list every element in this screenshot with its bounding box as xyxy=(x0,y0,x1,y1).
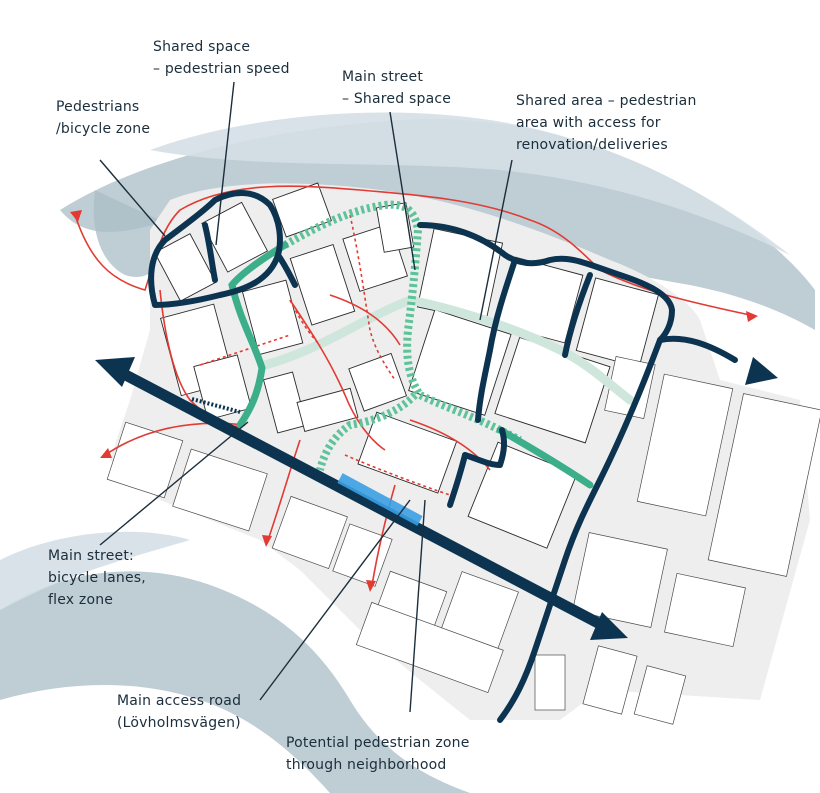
label-main-street-shared-space: Main street – Shared space xyxy=(342,66,451,110)
main-street-link3 xyxy=(462,427,508,468)
leader-main-street-shared xyxy=(389,111,416,271)
leader-lines xyxy=(99,81,513,713)
label-pedestrians-bicycle-zone: Pedestrians /bicycle zone xyxy=(56,96,150,140)
leader-pedestrians xyxy=(99,159,166,237)
building xyxy=(572,532,668,628)
label-line: Pedestrians xyxy=(56,99,140,115)
label-line: (Lövholmsvägen) xyxy=(117,715,241,731)
building xyxy=(348,352,408,412)
label-main-street-bicycle-lanes: Main street: bicycle lanes, flex zone xyxy=(48,545,146,611)
red-arrow-east xyxy=(746,311,758,322)
leader-main-street-bicycle xyxy=(99,421,249,546)
label-line: renovation/deliveries xyxy=(516,137,668,153)
building xyxy=(355,601,504,694)
main-street-link2 xyxy=(562,272,593,358)
main-street-east xyxy=(657,335,738,363)
arrow-head-east xyxy=(745,357,778,385)
water-southwest xyxy=(0,571,470,793)
building xyxy=(357,411,458,494)
water-north-light xyxy=(150,112,790,255)
building xyxy=(534,654,566,711)
bicycle-route-sw2 xyxy=(267,439,301,541)
leader-shared-area xyxy=(479,159,513,321)
leader-potential-pedestrian xyxy=(409,499,426,713)
pedestrian-dotted-inner xyxy=(289,299,321,346)
building xyxy=(262,371,308,434)
pedestrian-dotted-west xyxy=(199,334,291,366)
water-layer xyxy=(0,112,815,793)
leader-shared-space xyxy=(215,81,235,246)
building xyxy=(408,309,512,416)
bicycle-route-inner1 xyxy=(289,299,386,451)
bicycle-route-inner2 xyxy=(329,294,401,346)
building xyxy=(154,233,217,302)
building xyxy=(332,523,393,587)
label-line: – Shared space xyxy=(342,91,452,107)
building xyxy=(575,277,660,368)
label-line: area with access for xyxy=(516,115,661,131)
label-line: Main access road xyxy=(117,693,242,709)
label-line: /bicycle zone xyxy=(56,121,151,137)
main-street-east-spine xyxy=(497,337,663,723)
label-shared-area-pedestrian: Shared area – pedestrian area with acces… xyxy=(516,90,697,156)
green-dotted-street xyxy=(283,200,522,472)
building xyxy=(271,495,348,570)
main-street-northwest-loop xyxy=(148,190,283,308)
main-access-road-line xyxy=(117,367,603,629)
shared-area-route xyxy=(260,295,635,405)
arrow-head-west xyxy=(95,357,135,387)
label-line: through neighborhood xyxy=(286,757,447,773)
green-pedestrian-street xyxy=(228,241,594,489)
shared-area-layer xyxy=(260,295,635,405)
pedestrian-dotted-south xyxy=(344,454,451,496)
building xyxy=(582,645,638,715)
building xyxy=(633,665,687,725)
main-street-nw-link2 xyxy=(275,252,298,288)
flex-zone-dots xyxy=(191,397,241,414)
water-southwest-light xyxy=(0,531,190,610)
main-street-link4 xyxy=(447,452,468,508)
leader-main-access-road xyxy=(259,499,411,701)
red-arrow-west xyxy=(100,448,112,458)
label-potential-pedestrian-zone: Potential pedestrian zone through neighb… xyxy=(286,732,470,776)
label-line: Shared area – pedestrian xyxy=(516,93,697,109)
main-street-link1 xyxy=(475,257,518,423)
label-line: Shared space xyxy=(153,39,251,55)
building xyxy=(296,387,359,433)
building xyxy=(289,244,356,326)
main-street-nw-link xyxy=(202,222,218,283)
buildings-layer xyxy=(106,182,820,725)
label-line: flex zone xyxy=(48,592,114,608)
label-line: Main street xyxy=(342,69,424,85)
red-arrow-south xyxy=(366,580,376,592)
red-arrow-southwest xyxy=(262,535,272,547)
red-arrow-northwest xyxy=(70,210,82,222)
red-arrows xyxy=(70,210,758,592)
building xyxy=(636,373,734,517)
main-street-shared-space-south xyxy=(316,392,418,472)
label-line: – pedestrian speed xyxy=(153,61,290,77)
main-streets xyxy=(148,190,738,723)
pedestrian-zone-route xyxy=(228,241,289,429)
main-street-shared-space-route xyxy=(283,200,522,444)
building xyxy=(707,393,820,577)
main-street-north xyxy=(417,222,675,343)
arrow-head-southeast xyxy=(590,612,628,640)
pedestrian-zone-east xyxy=(496,426,594,489)
main-access-road xyxy=(95,357,778,640)
building xyxy=(467,441,578,549)
label-line: Main street: xyxy=(48,548,134,564)
building xyxy=(664,572,746,648)
label-line: bicycle lanes, xyxy=(48,570,146,586)
label-main-access-road: Main access road (Lövholmsvägen) xyxy=(117,690,241,734)
label-shared-space-pedestrian-speed: Shared space – pedestrian speed xyxy=(153,36,290,80)
bicycle-route-south xyxy=(371,484,396,586)
label-line: Potential pedestrian zone xyxy=(286,735,470,751)
pedestrian-crossing xyxy=(337,473,423,526)
